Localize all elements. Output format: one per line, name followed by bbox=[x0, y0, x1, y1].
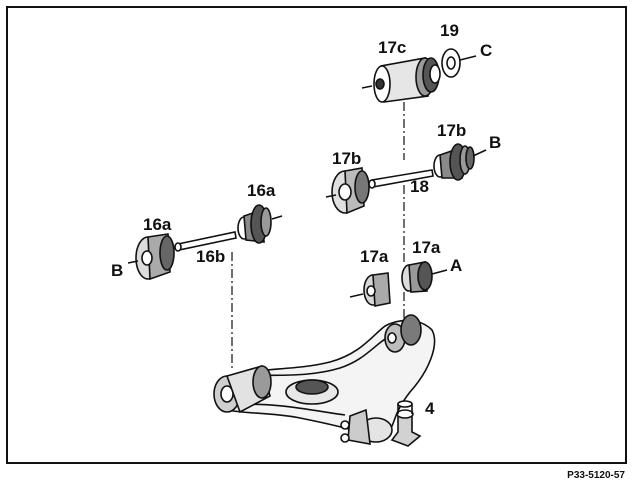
label-c: C bbox=[480, 41, 493, 60]
label-4: 4 bbox=[425, 399, 435, 418]
bushing-17a-left bbox=[349, 272, 391, 307]
bushing-17b-left bbox=[325, 167, 370, 215]
label-17b-right: 17b bbox=[437, 121, 467, 140]
bushing-16a-left bbox=[127, 233, 175, 281]
label-a: A bbox=[450, 256, 463, 275]
label-b-right: B bbox=[489, 133, 502, 152]
label-18: 18 bbox=[410, 177, 429, 196]
label-17c: 17c bbox=[378, 38, 407, 57]
label-17a-left: 17a bbox=[360, 247, 389, 266]
label-17a-right: 17a bbox=[412, 238, 441, 257]
diagram-frame bbox=[6, 6, 627, 464]
bushing-17c bbox=[361, 57, 441, 103]
alignment-lines bbox=[231, 102, 405, 368]
bolt-16b bbox=[174, 231, 237, 252]
washer-19 bbox=[441, 48, 477, 78]
control-arm-4 bbox=[213, 314, 436, 447]
bushing-17a-right bbox=[401, 261, 448, 293]
bolt-18 bbox=[368, 169, 434, 189]
label-16a-right: 16a bbox=[247, 181, 276, 200]
label-16a-left: 16a bbox=[143, 215, 172, 234]
label-16b: 16b bbox=[196, 247, 226, 266]
label-17b-left: 17b bbox=[332, 149, 362, 168]
bushing-16a-right bbox=[237, 204, 283, 244]
label-b-left: B bbox=[111, 261, 124, 280]
bushing-17b-right bbox=[433, 143, 487, 181]
figure-code: P33-5120-57 bbox=[567, 470, 625, 481]
label-19: 19 bbox=[440, 21, 459, 40]
